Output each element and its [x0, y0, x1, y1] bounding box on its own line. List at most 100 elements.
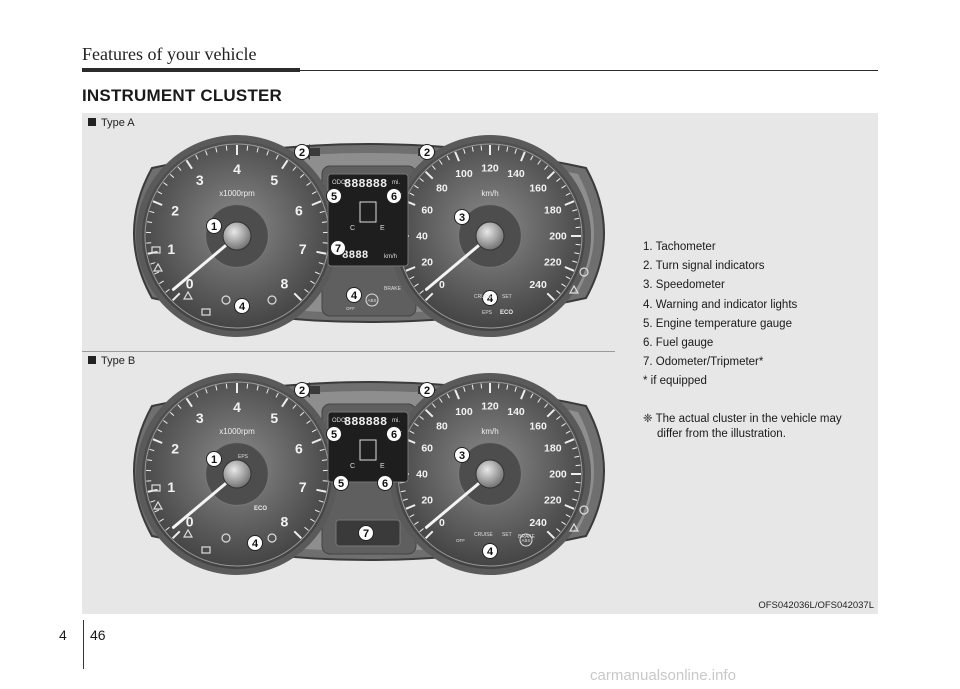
tachometer-number: 7	[299, 241, 307, 257]
gauge-tick	[318, 500, 324, 503]
tire-pressure-icon	[221, 295, 231, 305]
gauge-tick	[177, 166, 182, 171]
gauge-tick	[163, 182, 168, 186]
gauge-tick	[565, 192, 571, 196]
speedometer-number: 200	[549, 469, 567, 481]
gauge-tick	[514, 386, 517, 392]
callout-number: 3	[459, 450, 465, 462]
gauge-tick	[561, 521, 566, 525]
gauge-tick	[205, 150, 208, 156]
callout-number: 4	[252, 538, 259, 550]
tach-hub	[222, 459, 252, 489]
tachometer-number: 1	[167, 241, 175, 257]
gauge-tick	[311, 429, 317, 433]
gauge-tick	[149, 210, 155, 214]
gear-display-icon	[359, 201, 377, 223]
legend-list: 1. Tachometer 2. Turn signal indicators …	[643, 238, 868, 392]
callout-number: 5	[331, 429, 337, 441]
trip-digits: 8888	[342, 250, 369, 262]
callout-marker	[333, 475, 349, 491]
odo-digits: 888888	[344, 415, 387, 429]
gauge-tick	[561, 423, 566, 427]
gauge-tick	[150, 262, 156, 265]
gauge-tick	[157, 429, 163, 433]
passenger-airbag-icon	[568, 284, 580, 294]
callout-marker	[482, 543, 498, 559]
speedometer-number: 160	[529, 421, 547, 433]
gauge-tick	[564, 504, 575, 510]
tachometer-number: 6	[295, 440, 303, 456]
speedometer-number: 220	[544, 495, 562, 507]
speedometer-number: 180	[544, 205, 562, 217]
gauge-tick	[165, 526, 170, 531]
callout-number: 2	[424, 385, 430, 397]
gauge-tick	[293, 530, 303, 540]
tachometer-number: 3	[196, 410, 204, 426]
gauge-tick	[321, 459, 327, 462]
image-code: OFS042036L/OFS042037L	[758, 600, 874, 611]
gauge-tick	[463, 386, 466, 392]
callout-number: 6	[391, 191, 397, 203]
callout-number: 2	[424, 147, 430, 159]
eco-label: ECO	[254, 506, 267, 512]
type-b-label: Type B	[88, 355, 135, 367]
tachometer-number: 3	[196, 172, 204, 188]
speedometer-number: 160	[529, 183, 547, 195]
tachometer-number: 7	[299, 479, 307, 495]
gauge-tick	[147, 459, 153, 462]
gauge-tick	[561, 185, 566, 189]
gauge-tick	[572, 498, 578, 501]
callout-number: 2	[299, 147, 305, 159]
door-ajar-icon	[201, 308, 211, 316]
odo-label: ODO	[332, 180, 346, 186]
odo-label: ODO	[332, 418, 346, 424]
cruise-label: CRUISE	[474, 294, 494, 300]
gauge-tick	[157, 191, 163, 195]
gauge-tick	[409, 276, 415, 280]
legend-item: 6. Fuel gauge	[643, 337, 714, 350]
callout-number: 7	[363, 528, 369, 540]
gauge-tick	[266, 388, 269, 394]
temp-cold-label: C	[350, 225, 355, 232]
gauge-tick	[215, 147, 218, 153]
speedometer-number: 220	[544, 257, 562, 269]
gauge-tick	[520, 389, 526, 400]
gauge-tick	[409, 192, 415, 196]
gauge-tick	[256, 147, 259, 153]
speedometer-number: 40	[416, 469, 428, 481]
oil-pressure-icon	[152, 262, 164, 272]
gauge-tick	[572, 447, 578, 450]
passenger-airbag-icon	[568, 522, 580, 532]
speedometer-number: 60	[421, 205, 433, 217]
gauge-tick	[195, 392, 199, 398]
gauge-tick	[564, 200, 575, 206]
callout-marker	[454, 447, 470, 463]
gauge-tick	[215, 385, 218, 391]
temp-cold-label: C	[350, 463, 355, 470]
note-line-1: The actual cluster in the vehicle may	[655, 413, 842, 425]
gauge-tick	[299, 173, 305, 178]
gauge-tick	[574, 455, 580, 458]
gauge-tick	[546, 170, 556, 180]
speedometer-number: 240	[529, 279, 547, 291]
gauge-tick	[266, 150, 269, 156]
odo-unit: mi.	[392, 418, 400, 424]
gauge-tick	[316, 250, 327, 255]
gauge-tick	[405, 266, 416, 272]
callout-marker	[386, 426, 402, 442]
tachometer-number: 6	[295, 202, 303, 218]
eps-label: EPS	[238, 454, 249, 460]
gauge-tick	[556, 290, 561, 295]
eco-label: ECO	[500, 310, 513, 316]
callout-marker	[377, 475, 393, 491]
legend-item: 7. Odometer/Tripmeter*	[643, 356, 764, 369]
callout-number: 5	[331, 191, 337, 203]
speedometer-number: 140	[507, 406, 525, 418]
brake-label: BRAKE	[518, 534, 536, 540]
gauge-tick	[419, 177, 424, 182]
gauge-tick	[414, 521, 419, 525]
callout-number: 4	[487, 293, 494, 305]
gauge-tick	[556, 415, 561, 420]
section-title: INSTRUMENT CLUSTER	[82, 86, 283, 105]
gauge-tick	[564, 266, 575, 272]
